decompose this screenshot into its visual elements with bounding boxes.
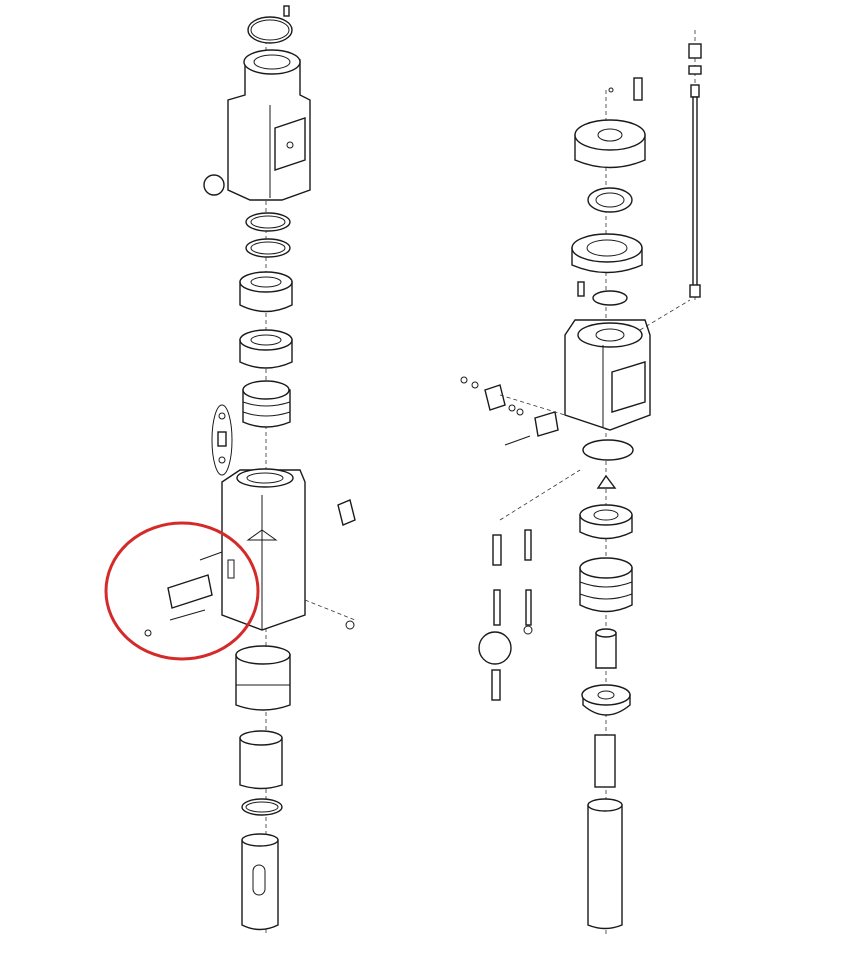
right-tool-tube — [587, 798, 623, 930]
right-lower-flange — [581, 684, 631, 716]
right-rod — [688, 43, 702, 298]
red-highlight-circle — [104, 521, 260, 661]
right-bolt-flange — [571, 233, 643, 297]
right-lower-left-parts — [478, 469, 581, 701]
left-bushing-lower — [239, 329, 293, 369]
right-piston — [579, 557, 633, 613]
left-bushing-upper — [239, 271, 293, 313]
left-tool-shank — [241, 833, 279, 931]
left-seal-rings — [245, 212, 291, 258]
left-lower-ring — [241, 798, 283, 816]
left-side-pins — [144, 551, 356, 637]
right-bearing — [579, 504, 633, 540]
left-sleeve — [239, 730, 283, 790]
right-top-bolt — [608, 77, 643, 101]
right-cone — [596, 474, 617, 489]
rod-leader-line — [639, 299, 691, 331]
left-top-ring — [247, 5, 293, 44]
right-large-oring — [582, 439, 634, 461]
left-grooved-piston — [242, 380, 291, 428]
left-retainer-plate — [167, 574, 213, 609]
right-detail-callout — [478, 631, 512, 665]
right-top-plate — [574, 119, 646, 169]
right-sleeve — [595, 628, 617, 669]
right-dish — [587, 187, 633, 213]
side-clamp-part — [337, 499, 356, 526]
right-bushing — [594, 734, 616, 788]
left-valve-small-parts — [211, 404, 233, 476]
right-side-valve-parts — [460, 376, 566, 446]
left-main-block — [221, 468, 356, 631]
left-detail-callout — [203, 174, 225, 196]
left-front-head — [235, 645, 291, 711]
left-top-housing — [203, 49, 311, 201]
right-ring — [592, 290, 628, 306]
right-housing — [564, 319, 651, 431]
